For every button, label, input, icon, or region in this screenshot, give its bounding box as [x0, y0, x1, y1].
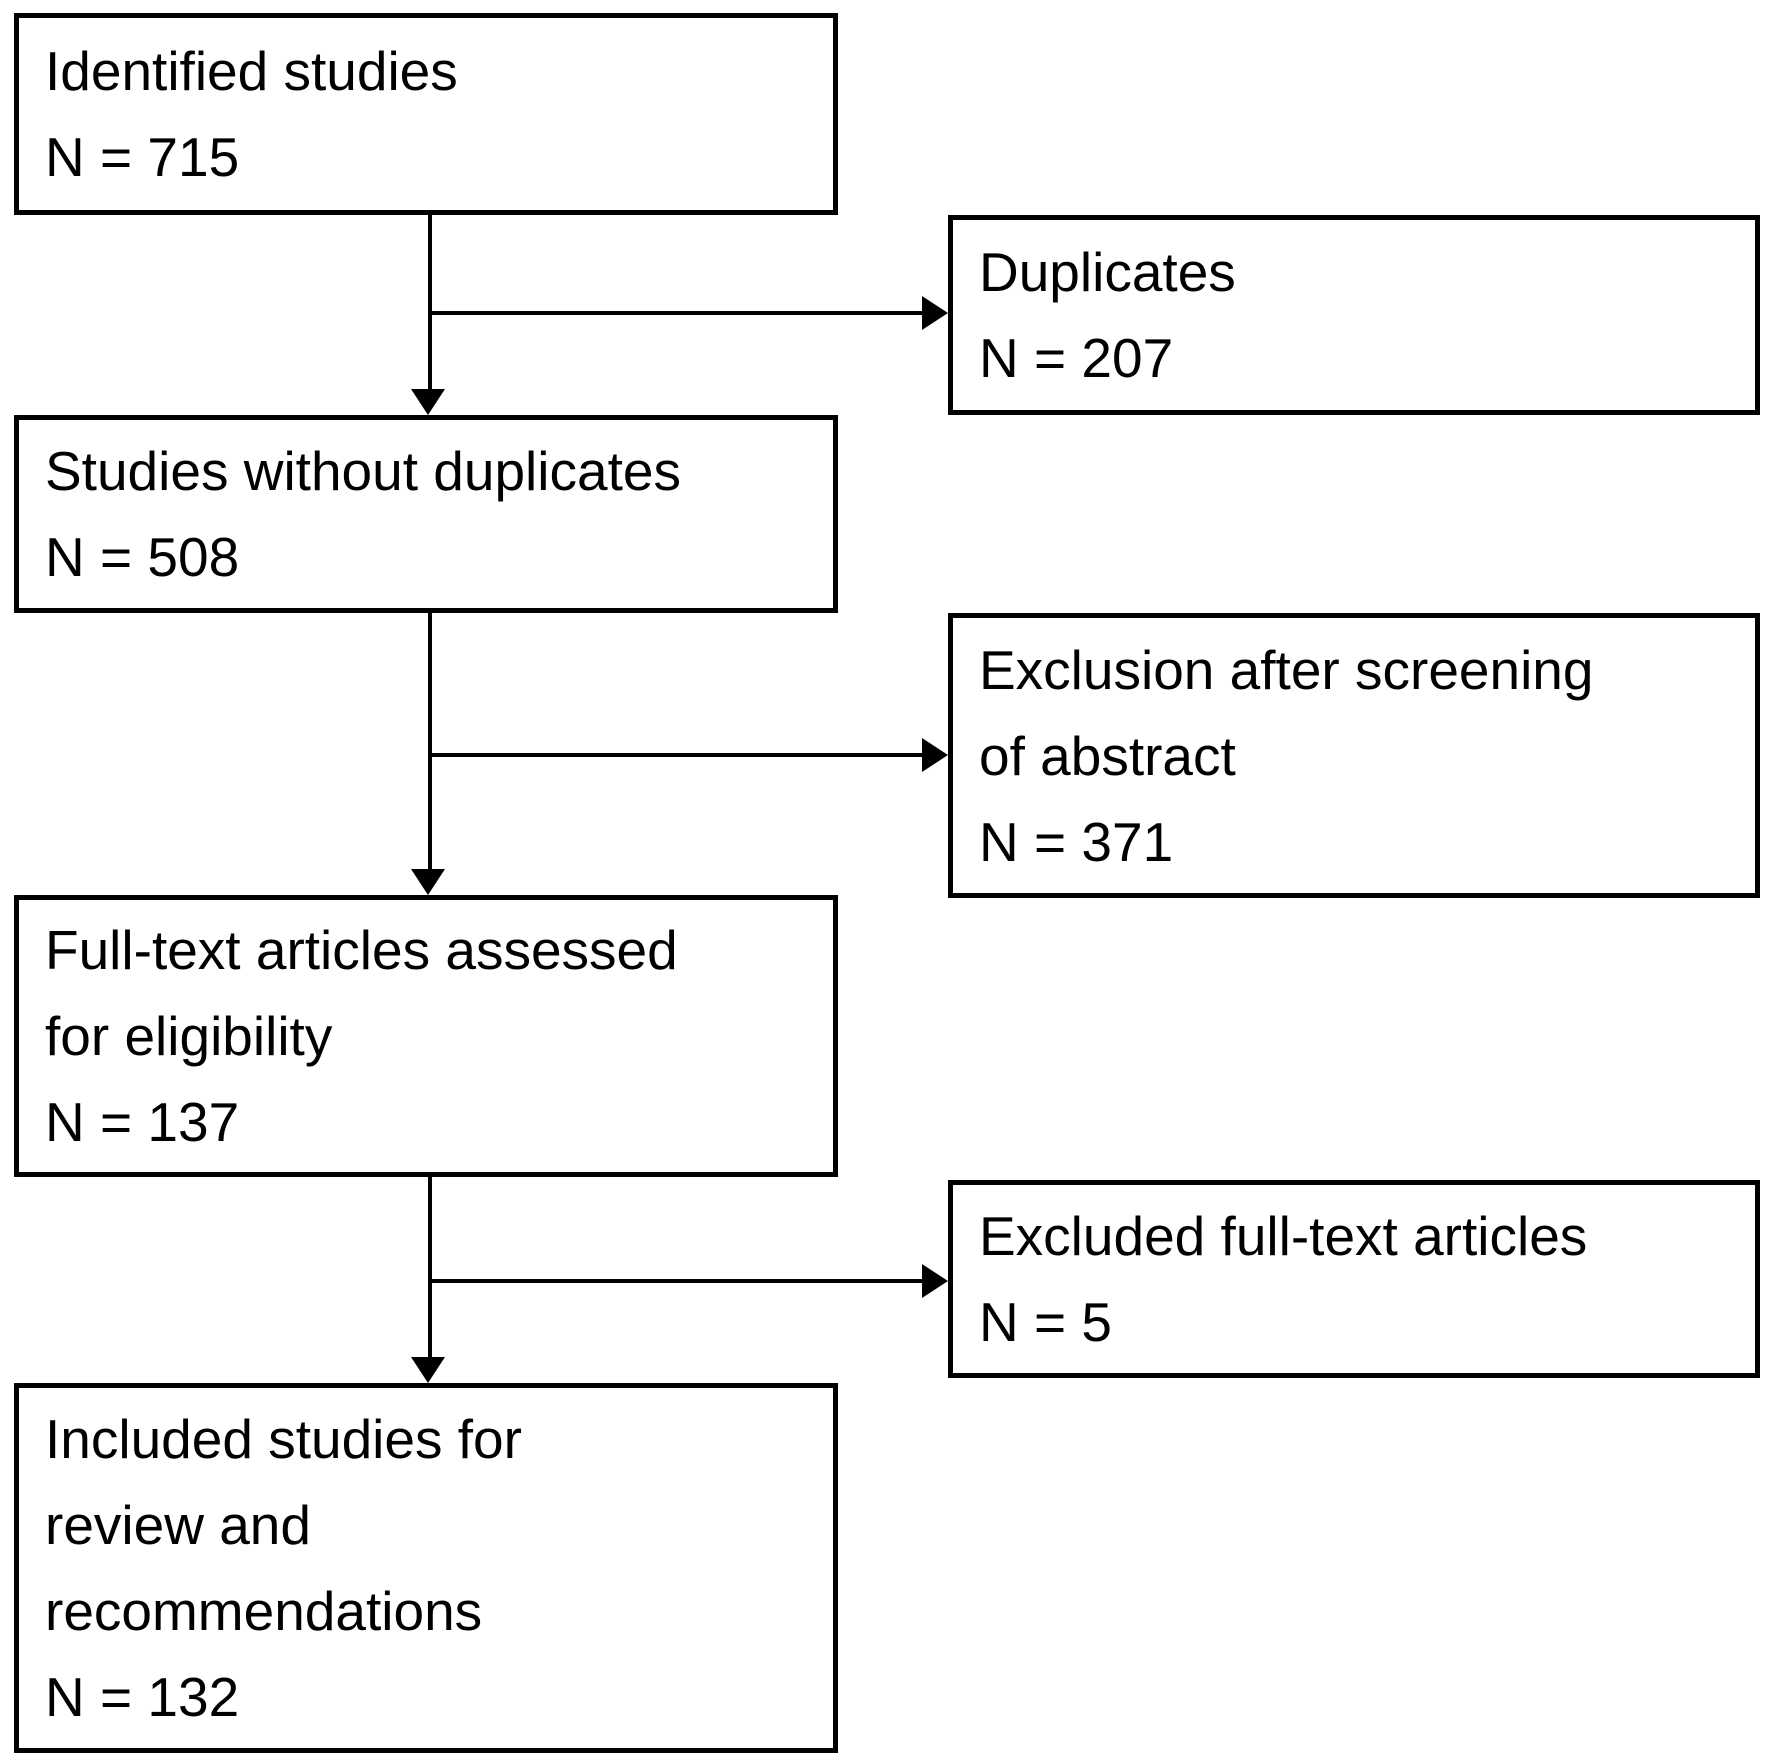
node-identified-studies-text: Identified studies N = 715 — [45, 40, 458, 188]
node-duplicates-text: Duplicates N = 207 — [979, 241, 1236, 389]
node-abstract-exclusion: Exclusion after screening of abstract N … — [948, 613, 1760, 898]
arrowhead-down-icon — [411, 389, 445, 415]
edge-branch-to-fulltext-excluded-line — [430, 1279, 922, 1283]
node-studies-without-duplicates-text: Studies without duplicates N = 508 — [45, 440, 681, 588]
node-included-studies: Included studies for review and recommen… — [14, 1383, 838, 1753]
edge-deduped-to-fulltext-line — [428, 613, 432, 869]
arrowhead-right-icon — [922, 1264, 948, 1298]
node-fulltext-excluded: Excluded full-text articles N = 5 — [948, 1180, 1760, 1378]
edge-identified-to-deduped-line — [428, 215, 432, 389]
arrowhead-down-icon — [411, 1357, 445, 1383]
arrowhead-right-icon — [922, 296, 948, 330]
arrowhead-right-icon — [922, 738, 948, 772]
edge-branch-to-abstract-exclusion-line — [430, 753, 922, 757]
node-identified-studies: Identified studies N = 715 — [14, 13, 838, 215]
node-abstract-exclusion-text: Exclusion after screening of abstract N … — [979, 638, 1594, 873]
arrowhead-down-icon — [411, 869, 445, 895]
node-duplicates: Duplicates N = 207 — [948, 215, 1760, 415]
edge-branch-to-duplicates-line — [430, 311, 922, 315]
node-included-studies-text: Included studies for review and recommen… — [45, 1408, 522, 1728]
edge-fulltext-to-included-line — [428, 1177, 432, 1357]
node-fulltext-excluded-text: Excluded full-text articles N = 5 — [979, 1205, 1588, 1353]
node-studies-without-duplicates: Studies without duplicates N = 508 — [14, 415, 838, 613]
node-fulltext-assessed: Full-text articles assessed for eligibil… — [14, 895, 838, 1177]
node-fulltext-assessed-text: Full-text articles assessed for eligibil… — [45, 919, 678, 1153]
